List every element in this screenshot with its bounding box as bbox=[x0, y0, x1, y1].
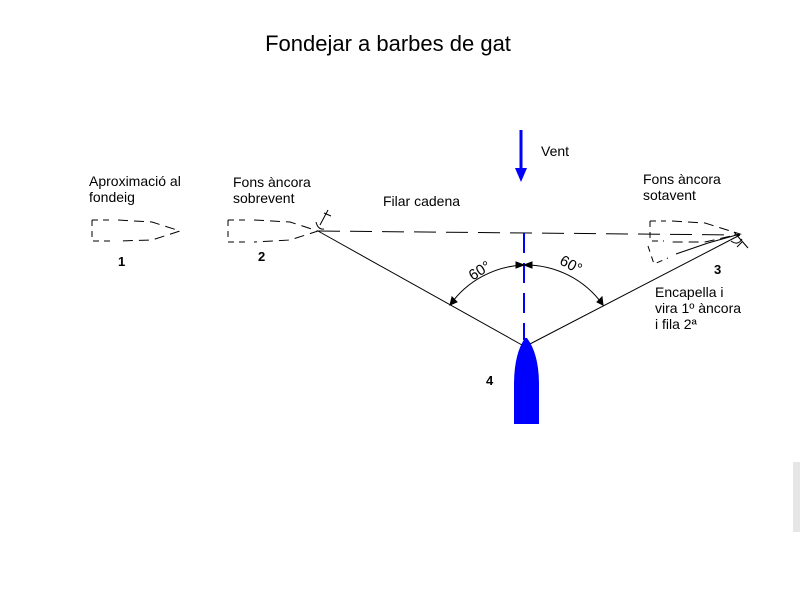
leeward-anchor-label-line1: Fons àncora bbox=[643, 171, 721, 187]
chain-line bbox=[317, 230, 741, 236]
step3-label-line2: vira 1º àncora bbox=[655, 300, 742, 316]
step-number-1: 1 bbox=[118, 254, 126, 269]
angle-label-right: 60° bbox=[557, 252, 585, 278]
anchor-icon-windward bbox=[315, 209, 332, 230]
boat-outline-1 bbox=[91, 219, 182, 242]
windward-anchor-label-line2: sobrevent bbox=[233, 190, 295, 206]
boat-outline-2 bbox=[227, 219, 320, 243]
edge-scrollbar-fragment bbox=[793, 462, 800, 532]
angle-label-left: 60° bbox=[466, 258, 494, 284]
step3-label-line3: i fila 2ª bbox=[655, 316, 697, 332]
diagram-title: Fondejar a barbes de gat bbox=[265, 31, 511, 56]
leeward-anchor-label-line2: sotavent bbox=[643, 187, 696, 203]
wind-label: Vent bbox=[541, 143, 570, 159]
step-number-2: 2 bbox=[258, 249, 266, 264]
anchor-icon-leeward bbox=[730, 231, 749, 249]
rode-line-left bbox=[317, 230, 523, 346]
pay-out-chain-label: Filar cadena bbox=[383, 193, 461, 209]
approach-label-line1: Aproximació al bbox=[89, 173, 181, 189]
angle-arc bbox=[449, 261, 604, 306]
step-number-3: 3 bbox=[714, 262, 722, 277]
approach-label-line2: fondeig bbox=[89, 189, 135, 205]
windward-anchor-label-line1: Fons àncora bbox=[233, 174, 311, 190]
rode-line-right bbox=[527, 234, 741, 346]
wind-arrow bbox=[515, 130, 527, 182]
step-number-4: 4 bbox=[486, 373, 494, 388]
boat-outline-3 bbox=[647, 220, 742, 265]
boat-4 bbox=[514, 338, 539, 424]
step3-label-line1: Encapella i bbox=[655, 284, 724, 300]
